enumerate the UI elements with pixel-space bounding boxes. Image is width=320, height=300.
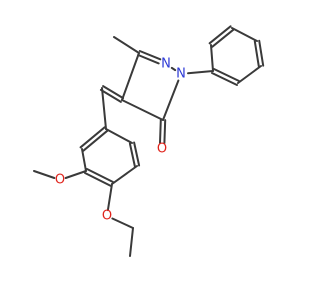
bond-c5-c4 <box>121 99 164 121</box>
bond-layer <box>33 25 265 257</box>
molecule-structure: N N O O O <box>33 25 265 257</box>
atom-label-layer: N N O O O <box>55 57 186 224</box>
bond-a2-a3 <box>81 148 87 172</box>
bond-c5-o-carb-b <box>163 119 167 145</box>
bond-p5-p6-a <box>208 25 232 45</box>
bond-a5-a6-b <box>128 142 136 168</box>
bond-p1-p2-a <box>211 72 238 86</box>
bond-p3-p4-a <box>258 39 265 67</box>
atom-label-n-imine: N <box>161 57 171 72</box>
bond-c3-n-imine-b <box>138 50 162 61</box>
bond-c4-exo-b <box>99 88 122 103</box>
bond-p6-p1 <box>210 44 214 72</box>
atom-label-o-ethoxy: O <box>102 209 112 224</box>
bond-c3-n-imine-a <box>137 54 160 65</box>
atom-label-o-carbonyl: O <box>157 142 167 157</box>
bond-p5-p6-b <box>211 28 235 48</box>
bond-c5-o-carb-a <box>159 118 162 144</box>
bond-ch2-ch3b <box>129 227 134 257</box>
bond-exo-a1 <box>101 87 107 130</box>
bond-a1-a2-a <box>79 126 106 149</box>
bond-n-phenyl-c5 <box>162 79 180 121</box>
bond-a4-a5 <box>111 165 138 185</box>
bond-a3-a4-b <box>86 168 114 183</box>
bond-ch3-c3 <box>113 36 140 54</box>
bond-p3-p4-b <box>253 40 260 68</box>
bond-o-eto-ch2 <box>111 217 134 229</box>
bond-a3-o-meo <box>64 170 87 179</box>
bond-p1-p2-b <box>213 68 240 82</box>
bond-c4-exo-a <box>102 85 125 100</box>
bond-a6-a1 <box>105 128 133 144</box>
bond-o-meo-me <box>33 170 56 179</box>
bond-n-imine-n-phenyl <box>170 66 177 72</box>
bond-p2-p3 <box>237 65 262 84</box>
bond-a3-a4-a <box>84 172 112 187</box>
bond-a1-a2-b <box>82 129 109 152</box>
bond-n-phenyl-p1 <box>187 70 214 75</box>
atom-label-o-methoxy: O <box>55 173 65 188</box>
bond-p4-p5 <box>231 27 258 42</box>
bond-a4-o-eto <box>106 183 113 212</box>
bond-a5-a6-a <box>133 141 141 167</box>
bond-c4-c3 <box>121 52 140 101</box>
atom-label-n-phenyl: N <box>176 67 186 82</box>
